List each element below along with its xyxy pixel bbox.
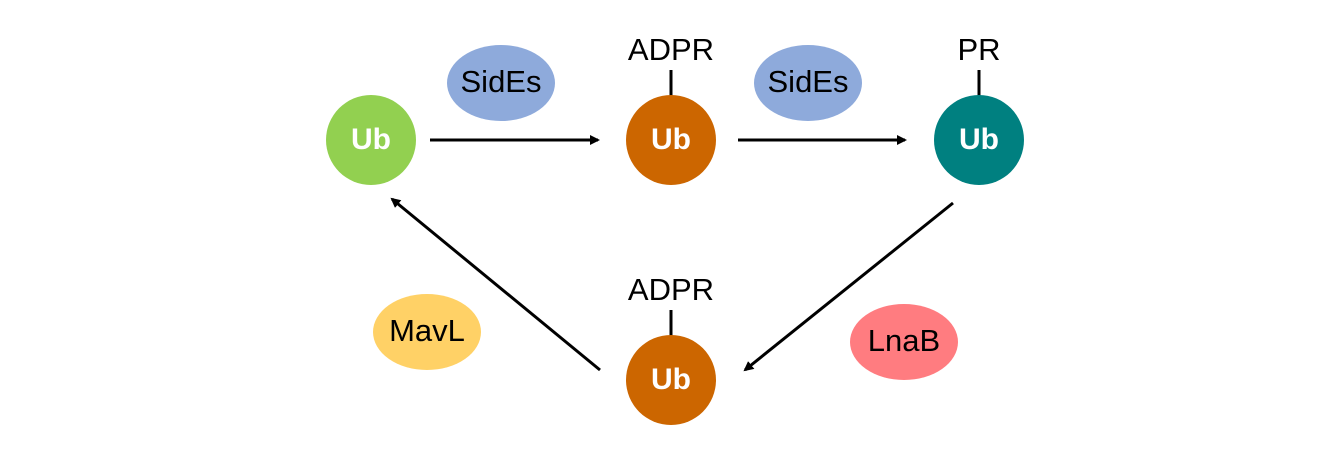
ub-free-circle bbox=[326, 95, 416, 185]
node-ub-adpr-top: ADPR Ub bbox=[626, 32, 716, 185]
ub-adpr-top-label: Ub bbox=[651, 123, 691, 156]
enzyme-mavl: MavL bbox=[373, 294, 481, 370]
enzyme-sides-2-label: SidEs bbox=[768, 64, 849, 99]
node-ub-free: Ub bbox=[326, 95, 416, 185]
node-ub-adpr-bottom: ADPR Ub bbox=[626, 272, 716, 425]
node-ub-pr: PR Ub bbox=[934, 32, 1024, 185]
adpr-top-modification-label: ADPR bbox=[628, 32, 714, 67]
arrow-pr-ub-to-adpr-ub bbox=[743, 201, 954, 372]
enzyme-lnab: LnaB bbox=[850, 304, 958, 380]
enzyme-lnab-ellipse bbox=[850, 304, 958, 380]
ub-adpr-bottom-circle bbox=[626, 335, 716, 425]
adpr-bottom-modification-label: ADPR bbox=[628, 272, 714, 307]
enzyme-sides-2-ellipse bbox=[754, 45, 862, 121]
enzyme-mavl-label: MavL bbox=[389, 313, 465, 348]
ub-adpr-top-circle bbox=[626, 95, 716, 185]
enzyme-sides-1-ellipse bbox=[447, 45, 555, 121]
arrow-adpr-ub-to-ub bbox=[390, 197, 601, 372]
enzyme-lnab-label: LnaB bbox=[868, 323, 940, 358]
enzyme-sides-1-label: SidEs bbox=[461, 64, 542, 99]
enzyme-sides-2: SidEs bbox=[754, 45, 862, 121]
enzyme-mavl-ellipse bbox=[373, 294, 481, 370]
enzyme-sides-1: SidEs bbox=[447, 45, 555, 121]
pr-modification-label: PR bbox=[957, 32, 1000, 67]
ub-pr-circle bbox=[934, 95, 1024, 185]
ub-free-label: Ub bbox=[351, 123, 391, 156]
ub-pr-label: Ub bbox=[959, 123, 999, 156]
ub-adpr-bottom-label: Ub bbox=[651, 363, 691, 396]
